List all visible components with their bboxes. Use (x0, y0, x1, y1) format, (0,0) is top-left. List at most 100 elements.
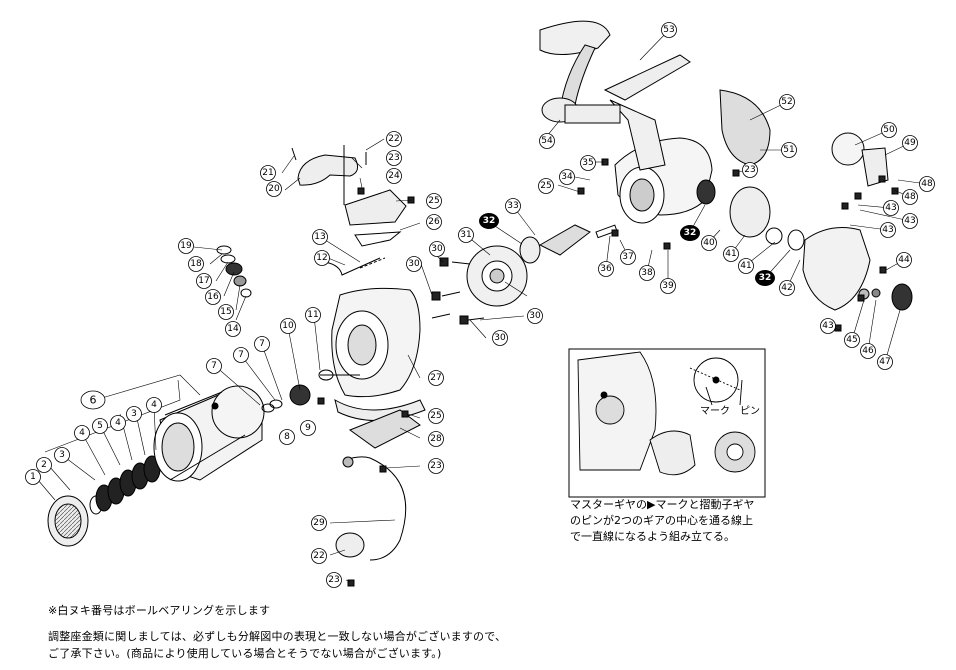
svg-text:48: 48 (904, 192, 916, 202)
callout-50: 50 (881, 122, 897, 138)
bail-arm-drawing (291, 145, 407, 276)
callout-4: 4 (146, 397, 162, 413)
callout-23: 23 (326, 572, 342, 588)
callout-11: 11 (305, 307, 321, 323)
callout-47: 47 (877, 354, 893, 370)
callout-7: 7 (206, 358, 222, 374)
callout-18: 18 (188, 256, 204, 272)
inset-mark-label: マーク (700, 405, 730, 417)
callout-10: 10 (280, 318, 296, 334)
svg-text:4: 4 (79, 428, 85, 438)
callout-2: 2 (36, 457, 52, 473)
svg-text:8: 8 (284, 432, 290, 442)
callout-23: 23 (742, 162, 758, 178)
svg-text:4: 4 (115, 418, 121, 428)
svg-text:17: 17 (198, 276, 209, 286)
svg-text:9: 9 (305, 423, 311, 433)
svg-text:23: 23 (388, 153, 399, 163)
svg-text:41: 41 (740, 261, 751, 271)
callout-43: 43 (883, 200, 899, 216)
callout-21: 21 (260, 165, 276, 181)
callout-30: 30 (429, 241, 445, 257)
svg-text:30: 30 (408, 259, 420, 269)
callout-40: 40 (701, 235, 717, 251)
svg-text:25: 25 (430, 411, 441, 421)
svg-text:20: 20 (268, 184, 280, 194)
callout-32-bearing: 32 (680, 225, 700, 241)
callout-22: 22 (311, 548, 327, 564)
callout-51: 51 (781, 142, 797, 158)
callout-34: 34 (559, 169, 575, 185)
svg-text:46: 46 (862, 346, 874, 356)
callout-32-bearing: 32 (479, 213, 499, 229)
callout-25: 25 (538, 178, 554, 194)
svg-text:27: 27 (430, 373, 441, 383)
callout-27: 27 (428, 370, 444, 386)
svg-text:6: 6 (90, 394, 97, 407)
callout-30: 30 (406, 256, 422, 272)
svg-text:49: 49 (904, 138, 916, 148)
svg-text:10: 10 (282, 321, 294, 331)
svg-text:52: 52 (781, 97, 792, 107)
svg-text:37: 37 (622, 252, 633, 262)
svg-text:14: 14 (227, 324, 239, 334)
callout-45: 45 (844, 332, 860, 348)
callout-52: 52 (779, 94, 795, 110)
svg-text:23: 23 (744, 165, 755, 175)
bail-wire-drawing (335, 456, 407, 561)
svg-text:15: 15 (220, 307, 231, 317)
svg-text:22: 22 (388, 134, 399, 144)
svg-text:42: 42 (781, 283, 792, 293)
callout-23: 23 (428, 458, 444, 474)
svg-text:22: 22 (313, 551, 324, 561)
callout-4: 4 (74, 425, 90, 441)
svg-text:12: 12 (316, 253, 327, 263)
svg-text:45: 45 (846, 335, 857, 345)
svg-text:29: 29 (313, 518, 325, 528)
svg-text:31: 31 (460, 230, 471, 240)
inset-caption-line: のピンが2つのギアの中心を通る線上 (570, 514, 753, 527)
svg-text:38: 38 (641, 268, 653, 278)
svg-text:48: 48 (921, 179, 933, 189)
svg-text:19: 19 (180, 241, 192, 251)
svg-text:5: 5 (97, 421, 103, 431)
callout-36: 36 (598, 261, 614, 277)
washer-note-line-2: ご了承下さい。(商品により使用している場合とそうでない場合がございます。) (48, 647, 442, 660)
svg-text:7: 7 (211, 361, 217, 371)
callout-31: 31 (458, 227, 474, 243)
svg-text:24: 24 (388, 171, 400, 181)
callout-33: 33 (505, 198, 521, 214)
svg-text:36: 36 (600, 264, 612, 274)
svg-text:39: 39 (662, 281, 674, 291)
callout-44: 44 (896, 252, 912, 268)
callout-37: 37 (620, 249, 636, 265)
callout-5: 5 (92, 418, 108, 434)
callout-1: 1 (25, 469, 41, 485)
svg-text:25: 25 (540, 181, 551, 191)
svg-text:26: 26 (428, 217, 440, 227)
inset-pin-label: ピン (740, 405, 760, 417)
svg-text:40: 40 (703, 238, 715, 248)
callout-43: 43 (902, 213, 918, 229)
svg-text:30: 30 (494, 333, 506, 343)
callout-20: 20 (266, 181, 282, 197)
inset-caption-line: で一直線になるよう組み立てる。 (570, 530, 735, 543)
callout-3: 3 (54, 447, 70, 463)
bearing-note: ※白ヌキ番号はボールベアリングを示します (48, 604, 271, 617)
callout-4: 4 (110, 415, 126, 431)
screw-drawings (317, 158, 899, 587)
svg-text:25: 25 (428, 196, 439, 206)
callout-17: 17 (196, 273, 212, 289)
callout-12: 12 (314, 250, 330, 266)
drag-parts-drawing (216, 245, 252, 298)
callout-6: 6 (80, 390, 106, 410)
washer-note-line-1: 調整座金類に関しましては、必ずしも分解図中の表現と一致しない場合がございますので… (48, 630, 507, 643)
callout-25: 25 (428, 408, 444, 424)
callout-30: 30 (527, 308, 543, 324)
svg-text:7: 7 (259, 339, 265, 349)
svg-text:32: 32 (684, 228, 697, 238)
svg-text:43: 43 (882, 225, 893, 235)
callout-48: 48 (919, 176, 935, 192)
main-gear-drawing (696, 132, 913, 311)
